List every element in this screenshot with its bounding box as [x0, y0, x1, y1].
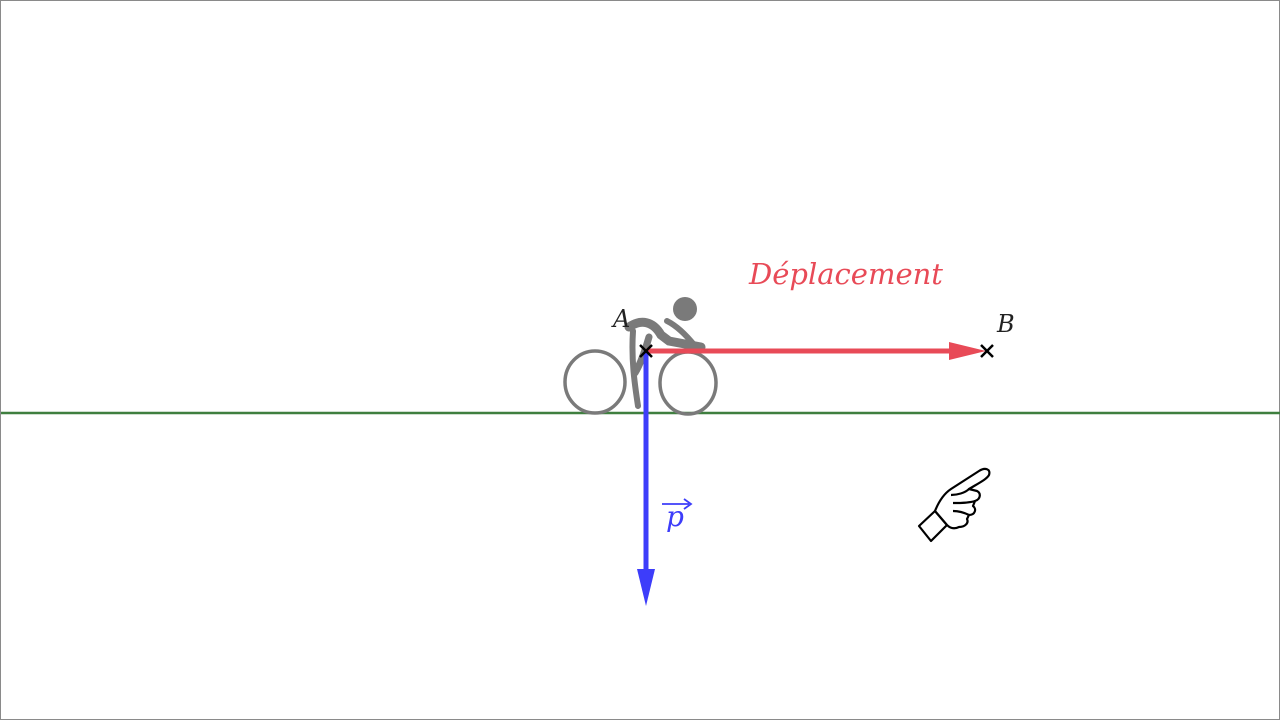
point-b-label: B [996, 310, 1015, 338]
pointing-hand-icon [917, 467, 991, 543]
point-a-marker [639, 344, 653, 358]
weight-vector-label: p [666, 500, 684, 533]
weight-vector-label-group: p [662, 498, 693, 533]
displacement-label: Déplacement [748, 257, 943, 291]
point-b-marker [980, 344, 994, 358]
weight-vector-arrowhead [637, 569, 655, 606]
point-a-label: A [611, 305, 630, 333]
cyclist-icon [563, 297, 718, 416]
displacement-arrowhead [949, 342, 986, 360]
